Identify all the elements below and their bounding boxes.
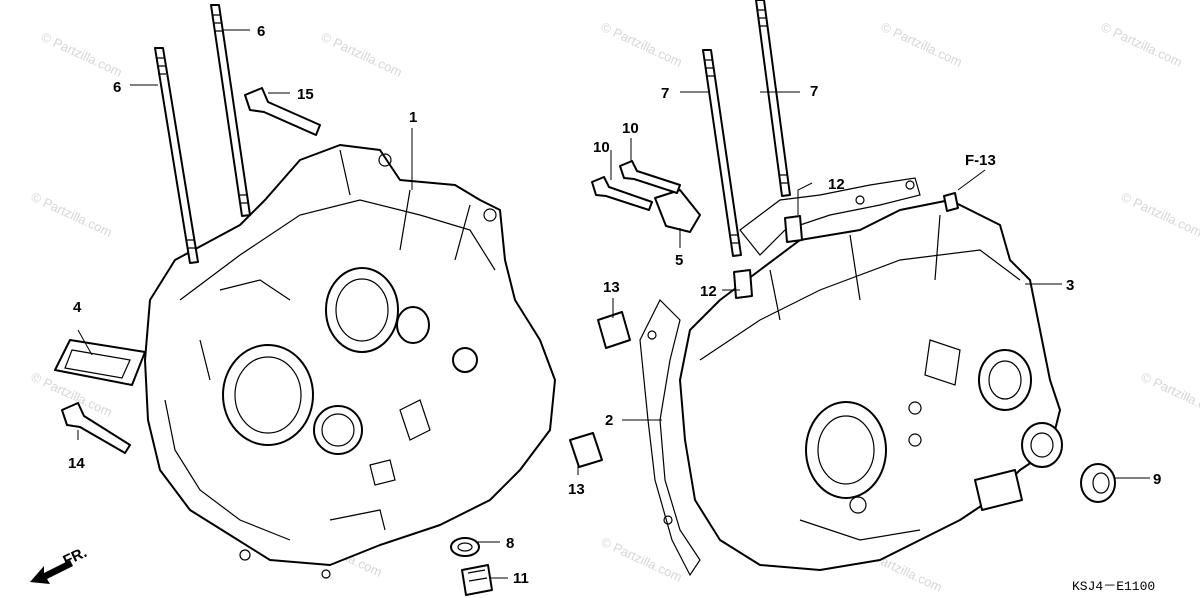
- callouts: 1 2 3 4 5 6 6 7 7 8 9 10 10 11 12 12 13 …: [68, 23, 1161, 587]
- stud-bolt-6-left: [154, 47, 199, 264]
- bolt-15: [244, 87, 321, 136]
- watermark: © Partzilla.com: [29, 189, 115, 240]
- leader-lines: [77, 29, 1150, 579]
- callout-1: 1: [409, 109, 417, 126]
- dowel-pin-13-upper: [597, 311, 631, 349]
- callout-7-right: 7: [810, 83, 818, 100]
- callout-3: 3: [1066, 277, 1074, 294]
- callout-9: 9: [1153, 471, 1161, 488]
- ref-f13: F-13: [965, 152, 996, 169]
- callout-4: 4: [73, 299, 82, 316]
- watermark: © Partzilla.com: [1099, 19, 1185, 70]
- callout-6-left: 6: [113, 79, 121, 96]
- arrow-icon: [30, 560, 73, 584]
- callout-12-upper: 12: [828, 176, 845, 193]
- crankcase-gasket: [639, 177, 921, 577]
- f13-stud: [943, 192, 959, 212]
- small-parts: [54, 87, 1116, 596]
- watermark: © Partzilla.com: [39, 29, 125, 80]
- setting-plate-5: [654, 189, 701, 233]
- dowel-pin-12-lower: [733, 269, 753, 299]
- stud-bolt-7-left: [702, 49, 742, 257]
- callout-10-left: 10: [593, 139, 610, 156]
- callout-7-left: 7: [661, 85, 669, 102]
- bolt-10-lower: [591, 176, 653, 211]
- watermark: © Partzilla.com: [599, 534, 685, 585]
- dowel-pin-12-upper: [784, 215, 803, 243]
- stud-bolt-6-right: [210, 4, 251, 217]
- callout-8: 8: [506, 535, 514, 552]
- bolt-14: [61, 402, 131, 454]
- callout-14: 14: [68, 455, 85, 472]
- washer-8: [450, 537, 480, 557]
- callout-13-upper: 13: [603, 279, 620, 296]
- left-crankcase: [144, 144, 556, 579]
- callout-11: 11: [513, 570, 529, 587]
- watermark: © Partzilla.com: [319, 29, 405, 80]
- callout-15: 15: [297, 86, 314, 103]
- stud-bolts: [154, 0, 791, 264]
- front-label: FR.: [61, 544, 90, 570]
- front-arrow: FR.: [30, 544, 90, 584]
- callout-13-lower: 13: [568, 481, 585, 498]
- bolt-10-upper: [619, 160, 681, 194]
- watermark: © Partzilla.com: [879, 19, 965, 70]
- oil-seal-9: [1080, 463, 1116, 503]
- callout-10-right: 10: [622, 120, 639, 137]
- callout-2: 2: [605, 412, 613, 429]
- breather-element-4: [54, 339, 146, 386]
- stud-bolt-7-right: [755, 0, 791, 197]
- dowel-pin-13-lower: [569, 432, 603, 468]
- watermark: © Partzilla.com: [1139, 369, 1200, 420]
- callout-5: 5: [675, 252, 683, 269]
- diagram-code: KSJ4－E1100: [1072, 579, 1155, 594]
- watermark: © Partzilla.com: [599, 19, 685, 70]
- callout-12-lower: 12: [700, 283, 717, 300]
- callout-6-right: 6: [257, 23, 265, 40]
- watermark: © Partzilla.com: [1119, 189, 1200, 240]
- right-crankcase: [679, 199, 1063, 571]
